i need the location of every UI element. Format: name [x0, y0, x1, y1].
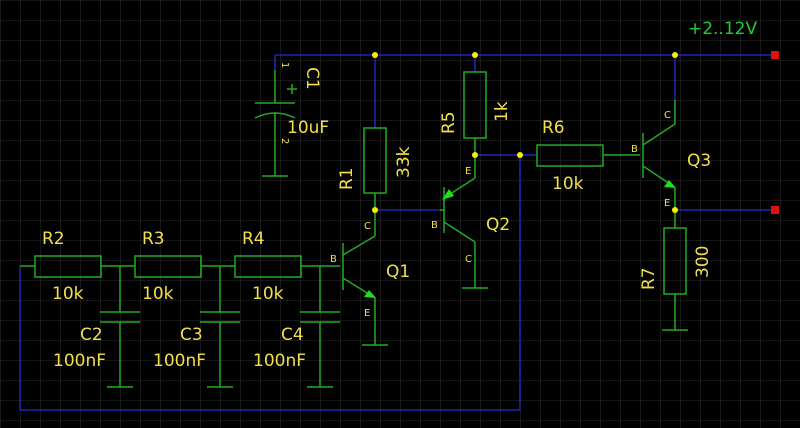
junction-dot — [372, 52, 378, 58]
q1-emitter-label: E — [364, 308, 370, 319]
q2-base-label: B — [431, 220, 438, 231]
transistor-q2 — [440, 155, 488, 289]
q3-base-label: B — [631, 144, 638, 155]
junction-dots — [372, 52, 678, 213]
wires — [19, 54, 775, 411]
c1-pin2-label: 2 — [279, 138, 290, 144]
r7-value-label: 300 — [693, 246, 713, 278]
r6-ref-label: R6 — [542, 118, 565, 138]
port-supply[interactable] — [771, 51, 779, 59]
r5-ref-label: R5 — [439, 111, 459, 134]
c3-value-label: 100nF — [153, 351, 206, 371]
q3-collector-label: C — [664, 110, 671, 121]
resistor-r3 — [134, 255, 235, 278]
junction-dot — [372, 207, 378, 213]
c4-ref-label: C4 — [281, 325, 304, 345]
supply-rail-label: +2..12V — [688, 19, 757, 39]
q2-ref-label: Q2 — [486, 215, 510, 235]
c2-ref-label: C2 — [80, 325, 103, 345]
r2-value-label: 10k — [52, 284, 84, 304]
c1-ref-label: C1 — [302, 67, 322, 90]
r7-ref-label: R7 — [639, 267, 659, 290]
junction-dot — [672, 207, 678, 213]
c1-pin1-label: 1 — [279, 62, 290, 68]
capacitor-c4 — [300, 266, 340, 388]
port-output[interactable] — [771, 206, 779, 214]
transistor-q3 — [642, 100, 676, 210]
q2-collector-label: C — [465, 254, 472, 265]
q1-ref-label: Q1 — [386, 262, 410, 282]
capacitor-c3 — [200, 266, 240, 388]
transistor-q1 — [342, 210, 388, 346]
r4-value-label: 10k — [252, 284, 284, 304]
resistor-r6 — [536, 144, 640, 167]
r3-ref-label: R3 — [142, 229, 165, 249]
r3-value-label: 10k — [142, 284, 174, 304]
q1-base-label: B — [330, 254, 337, 265]
resistor-r7 — [662, 210, 688, 331]
capacitor-c2 — [100, 266, 140, 388]
q3-ref-label: Q3 — [687, 151, 711, 171]
q2-emitter-label: E — [465, 166, 471, 177]
r4-ref-label: R4 — [242, 229, 265, 249]
r1-value-label: 33k — [394, 146, 414, 178]
c4-value-label: 100nF — [253, 351, 306, 371]
junction-dot — [517, 152, 523, 158]
q3-emitter-label: E — [664, 198, 670, 209]
resistor-r2 — [20, 255, 135, 278]
junction-dot — [472, 152, 478, 158]
c2-value-label: 100nF — [53, 351, 106, 371]
r2-ref-label: R2 — [42, 229, 65, 249]
junction-dot — [672, 52, 678, 58]
capacitor-c1 — [254, 70, 297, 177]
r6-value-label: 10k — [552, 174, 584, 194]
r5-value-label: 1k — [492, 101, 512, 122]
c1-value-label: 10uF — [287, 118, 329, 138]
c3-ref-label: C3 — [180, 325, 203, 345]
q1-collector-label: C — [364, 221, 371, 232]
junction-dot — [472, 52, 478, 58]
r1-ref-label: R1 — [337, 167, 357, 190]
